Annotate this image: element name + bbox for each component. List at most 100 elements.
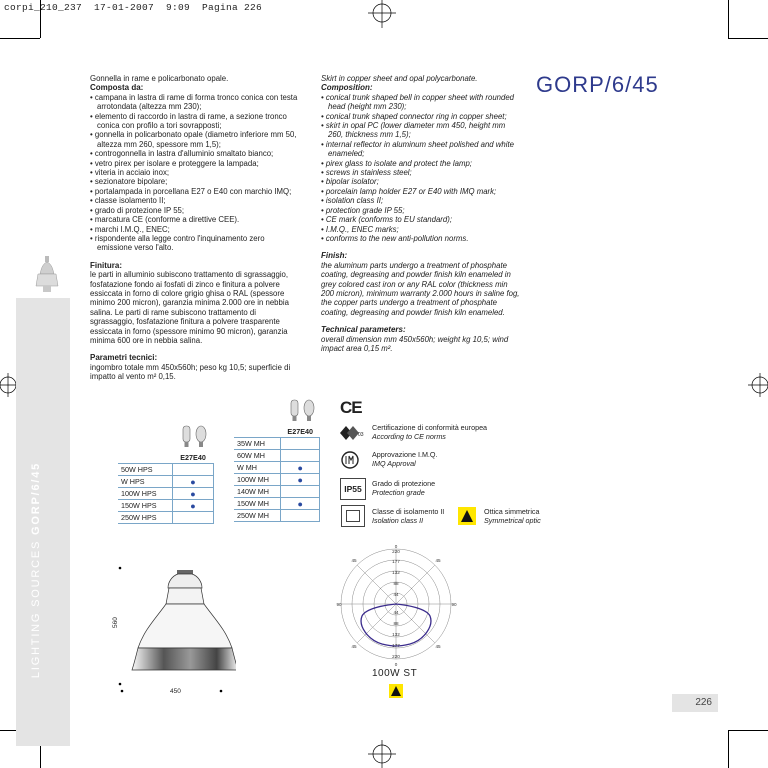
list-item: • campana in lastra di rame di forma tro… <box>90 92 298 112</box>
ce-cert-text: Certificazione di conformità europea Acc… <box>372 423 488 441</box>
table-row: 150W HPS● <box>118 499 214 512</box>
mh-lamp-table: E27E40 35W MH 60W MH W MH● 100W MH● 140W… <box>234 426 320 522</box>
optic-text: Ottica simmetrica Symmetrical optic <box>484 507 541 525</box>
intro-text: Gonnella in rame e policarbonato opale. <box>90 74 229 83</box>
lamp-thumbnail-icon <box>35 256 59 292</box>
symmetrical-optic-icon <box>389 684 403 698</box>
polar-angle-label: 90 <box>336 602 342 607</box>
tech-heading: Technical parameters: <box>321 325 406 335</box>
list-item: • conical trunk shaped connector ring in… <box>321 111 507 121</box>
socket-label: E27E40 <box>287 427 313 436</box>
composition-heading: Composta da: <box>90 83 144 93</box>
list-item: • marchi I.M.Q., ENEC; <box>90 224 170 234</box>
polar-radial-label: 88 <box>393 621 399 626</box>
table-row: W HPS● <box>118 475 214 488</box>
registration-mark-icon <box>748 373 768 397</box>
ip55-badge: IP55 <box>340 478 366 500</box>
svg-text:03: 03 <box>358 432 364 438</box>
polar-angle-label: 45 <box>351 644 357 649</box>
luminaire-drawing <box>118 566 236 693</box>
table-row: 100W MH● <box>234 473 320 486</box>
polar-radial-label: 44 <box>393 592 399 597</box>
table-row: 60W MH <box>234 449 320 462</box>
composition-list: • conical trunk shaped bell in copper sh… <box>321 93 521 244</box>
table-row: 250W MH <box>234 509 320 522</box>
list-item: • skirt in opal PC (lower diameter mm 45… <box>321 121 506 140</box>
crop-mark <box>728 0 729 38</box>
polar-radial-label: 220 <box>392 654 400 659</box>
polar-caption: 100W ST <box>372 668 418 679</box>
list-item: • isolation class II; <box>321 196 384 206</box>
list-item: • grado di protezione IP 55; <box>90 205 185 215</box>
polar-radial-label: 220 <box>392 549 400 554</box>
list-item: • conical trunk shaped bell in copper sh… <box>321 92 515 112</box>
polar-radial-label: 88 <box>393 581 399 586</box>
list-item: • pirex glass to isolate and protect the… <box>321 158 472 168</box>
table-row: 150W MH● <box>234 497 320 510</box>
list-item: • sezionatore bipolare; <box>90 177 168 187</box>
lamp-bulbs-icon <box>182 425 207 447</box>
polar-angle-label: 45 <box>435 644 441 649</box>
polar-angle-label: 90 <box>451 602 457 607</box>
composition-list: • campana in lastra di rame di forma tro… <box>90 93 300 253</box>
tech-text: ingombro totale mm 450x560h; peso kg 10,… <box>90 362 291 382</box>
list-item: • marcatura CE (conforme a direttive CEE… <box>90 215 240 225</box>
height-dimension-label: 560 <box>112 617 119 628</box>
table-row: 50W HPS <box>118 463 214 476</box>
ce-mark-icon: CE <box>340 398 363 417</box>
crop-mark <box>40 0 41 38</box>
list-item: • rispondente alla legge contro l'inquin… <box>90 233 265 253</box>
lamp-bulbs-icon <box>290 399 315 421</box>
polar-radial-label: 44 <box>393 610 399 615</box>
table-row: 140W MH <box>234 485 320 498</box>
list-item: • I.M.Q., ENEC marks; <box>321 224 399 234</box>
list-item: • CE mark (conforms to EU standard); <box>321 215 452 225</box>
list-item: • classe isolamento II; <box>90 196 166 206</box>
isolation-class-icon <box>341 505 365 527</box>
registration-mark-icon <box>368 0 396 28</box>
ip-grade-text: Grado di protezione Protection grade <box>372 479 436 497</box>
crop-mark <box>728 730 768 731</box>
list-item: • protection grade IP 55; <box>321 205 405 215</box>
table-row: 35W MH <box>234 437 320 450</box>
list-item: • internal reflector in aluminum sheet p… <box>321 139 515 159</box>
socket-label: E27E40 <box>180 453 206 462</box>
list-item: • portalampada in porcellana E27 o E40 c… <box>90 186 292 196</box>
finish-text: le parti in alluminio subiscono trattame… <box>90 270 289 345</box>
polar-radial-label: 132 <box>392 632 400 637</box>
table-row: 250W HPS <box>118 511 214 524</box>
polar-radial-label: 132 <box>392 570 400 575</box>
polar-radial-label: 177 <box>392 643 400 648</box>
english-description: Skirt in copper sheet and opal polycarbo… <box>321 74 521 353</box>
tech-text: overall dimension mm 450x560h; weight kg… <box>321 334 509 353</box>
crop-mark <box>0 38 40 39</box>
list-item: • elemento di raccordo in lastra di rame… <box>90 111 287 131</box>
crop-mark <box>40 730 41 768</box>
polar-angle-label: 45 <box>351 558 357 563</box>
polar-angle-label: 0 <box>395 544 398 549</box>
list-item: • bipolar isolator; <box>321 177 379 187</box>
table-row: W MH● <box>234 461 320 474</box>
symmetrical-optic-icon <box>458 507 476 525</box>
product-title: GORP/6/45 <box>536 72 659 97</box>
composition-heading: Composition: <box>321 83 373 93</box>
crop-mark <box>728 730 729 768</box>
imq-cert-text: Approvazione I.M.Q. IMQ Approval <box>372 450 438 468</box>
enec-mark-icon: 03 <box>340 426 364 440</box>
table-row: 100W HPS● <box>118 487 214 500</box>
isolation-class-text: Classe di isolamento II Isolation class … <box>372 507 445 525</box>
polar-angle-label: 0 <box>395 662 398 667</box>
crop-mark <box>728 38 768 39</box>
intro-text: Skirt in copper sheet and opal polycarbo… <box>321 74 478 83</box>
registration-mark-icon <box>368 740 396 768</box>
list-item: • vetro pirex per isolare e proteggere l… <box>90 158 259 168</box>
width-dimension-label: 450 <box>170 688 181 695</box>
polar-angle-label: 45 <box>435 558 441 563</box>
hps-lamp-table: E27E40 50W HPS W HPS● 100W HPS● 150W HPS… <box>118 452 214 524</box>
print-header: corpi_210_237 17-01-2007 9:09 Pagina 226 <box>4 2 263 13</box>
sidebar-label: LIGHTING SOURCES GORP/6/45 <box>30 461 42 679</box>
list-item: • screws in stainless steel; <box>321 168 412 178</box>
tech-heading: Parametri tecnici: <box>90 353 158 363</box>
finish-heading: Finish: <box>321 251 348 261</box>
list-item: • gonnella in policarbonato opale (diame… <box>90 130 297 149</box>
